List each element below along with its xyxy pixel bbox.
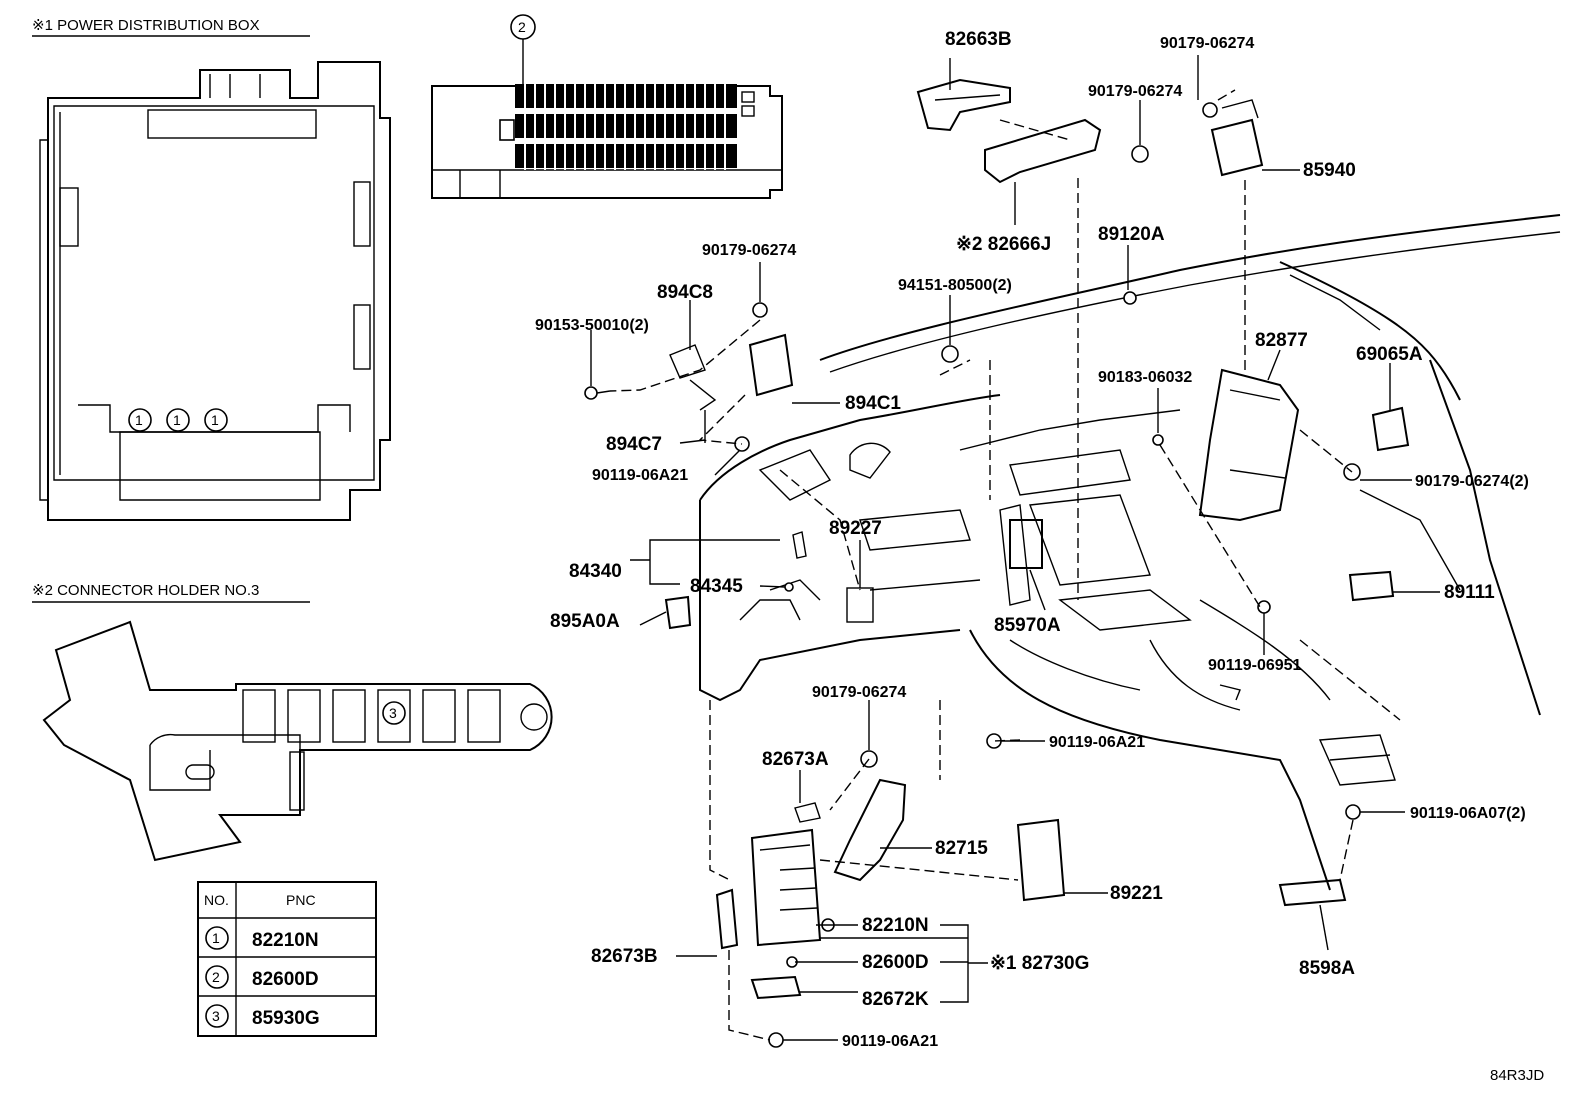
callout-89120A: 89120A (1098, 224, 1165, 245)
callout-89221: 89221 (1110, 883, 1163, 904)
callout-894C7: 894C7 (606, 434, 662, 455)
callout-90179-06274: 90179-06274 (702, 242, 796, 259)
callout-85970A: 85970A (994, 615, 1061, 636)
table-row-no: 2 (212, 969, 220, 985)
callout-90119-06951: 90119-06951 (1208, 657, 1302, 674)
circle-1-label: 1 (135, 412, 143, 428)
callout-90119-06A21: 90119-06A21 (1049, 734, 1145, 751)
callout-84340: 84340 (569, 561, 622, 582)
callout-82600D: 82600D (862, 952, 929, 973)
power-distribution-box-inset: ※1 POWER DISTRIBUTION BOX 1 1 1 (32, 17, 391, 521)
assembly-dash-lines (609, 89, 1401, 1041)
callout-90179-06274: 90179-06274 (1160, 35, 1254, 52)
callout-82673A: 82673A (762, 749, 829, 770)
connector-holder-inset: ※2 CONNECTOR HOLDER NO.3 3 (32, 582, 553, 862)
circle-1-label: 1 (211, 412, 219, 428)
callout-895A0A: 895A0A (550, 611, 620, 632)
table-row-pnc: 82600D (252, 969, 319, 990)
callout-82673B: 82673B (591, 946, 658, 967)
callout-69065A: 69065A (1356, 344, 1423, 365)
table-row-no: 1 (212, 930, 220, 946)
callout-82663B: 82663B (945, 29, 1012, 50)
table-row-pnc: 82210N (252, 930, 319, 951)
parts-shapes (584, 78, 1410, 1048)
callout-89111: 89111 (1444, 582, 1495, 603)
circle-3-label: 3 (389, 705, 397, 721)
table-header-pnc: PNC (286, 892, 316, 908)
callout-90183-06032: 90183-06032 (1098, 369, 1192, 386)
power-box-title: ※1 POWER DISTRIBUTION BOX (32, 17, 260, 34)
callout-90119-06A07: 90119-06A07(2) (1410, 805, 1526, 822)
callout-8598A: 8598A (1299, 958, 1355, 979)
callout-90119-06A21: 90119-06A21 (592, 467, 688, 484)
callout-894C1: 894C1 (845, 393, 901, 414)
connector-holder-title: ※2 CONNECTOR HOLDER NO.3 (32, 582, 259, 599)
callout-90179-06274-2: 90179-06274(2) (1415, 473, 1529, 490)
callout-84345: 84345 (690, 576, 743, 597)
callout-90153-50010: 90153-50010(2) (535, 317, 649, 334)
callout-94151-80500: 94151-80500(2) (898, 277, 1012, 294)
figure-code: 84R3JD (1490, 1067, 1544, 1084)
callout-89227: 89227 (829, 518, 882, 539)
table-header-no: NO. (204, 892, 229, 908)
pnc-table: NO. PNC 1 82210N 2 82600D 3 85930G (197, 881, 377, 1037)
callout-82877: 82877 (1255, 330, 1308, 351)
fuse-block-inset: 2 (431, 14, 783, 199)
callout-82672K: 82672K (862, 989, 929, 1010)
circle-2-label: 2 (518, 19, 526, 35)
callout-82715: 82715 (935, 838, 988, 859)
instrument-panel-drawing (699, 214, 1561, 891)
callout-894C8: 894C8 (657, 282, 713, 303)
table-row-no: 3 (212, 1008, 220, 1024)
leader-lines (590, 55, 1440, 1041)
circle-1-label: 1 (173, 412, 181, 428)
table-row-pnc: 85930G (252, 1008, 320, 1029)
callout-82210N: 82210N (862, 915, 929, 936)
part-callouts: 82663B 90179-06274 90179-06274 85940 ※2 … (535, 29, 1529, 1050)
callout-82666J: ※2 82666J (956, 234, 1051, 255)
callout-90179-06274: 90179-06274 (1088, 83, 1182, 100)
callout-85940: 85940 (1303, 160, 1356, 181)
callout-90119-06A21: 90119-06A21 (842, 1033, 938, 1050)
callout-82730G: ※1 82730G (990, 953, 1089, 974)
callout-90179-06274: 90179-06274 (812, 684, 906, 701)
